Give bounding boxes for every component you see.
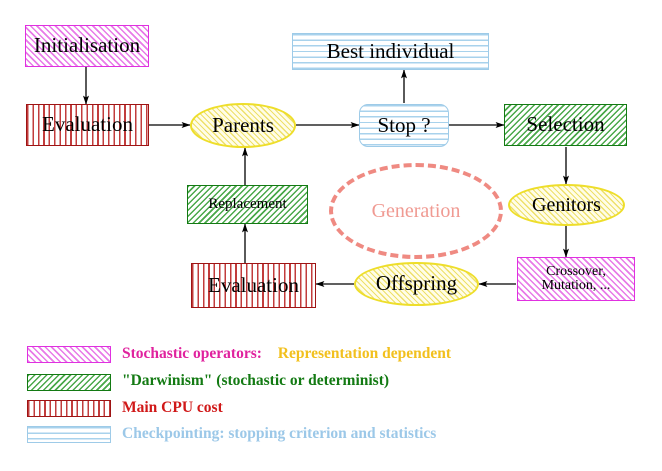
- node-evaluation-bottom-label: Evaluation: [208, 272, 299, 297]
- legend-swatch-blue-horizontal-hatch: [27, 426, 111, 443]
- node-stop-label: Stop ?: [377, 112, 431, 137]
- node-offspring-label: Offspring: [375, 271, 458, 296]
- legend-row-main-cpu-cost: Main CPU cost: [0, 396, 662, 422]
- legend-label-main-cpu-cost: Main CPU cost: [122, 399, 223, 416]
- legend-label-stochastic-operators: Stochastic operators: Representation dep…: [122, 345, 451, 363]
- node-evaluation-top[interactable]: Evaluation: [26, 104, 149, 146]
- generation-annotation: Generation: [329, 163, 503, 259]
- generation-label: Generation: [371, 199, 461, 222]
- legend-swatch-magenta-diagonal-hatch: [27, 346, 111, 363]
- node-genitors-label: Genitors: [532, 193, 601, 216]
- legend-row-checkpointing: Checkpointing: stopping criterion and st…: [0, 422, 662, 448]
- node-initialisation[interactable]: Initialisation: [25, 25, 149, 67]
- node-parents[interactable]: Parents: [190, 103, 296, 148]
- legend-row-darwinism: "Darwinism" (stochastic or determinist): [0, 370, 662, 396]
- node-best-individual-label: Best individual: [326, 38, 455, 63]
- node-crossover-label-line2: Mutation, ...: [541, 278, 611, 293]
- node-best-individual[interactable]: Best individual: [292, 33, 489, 70]
- legend-swatch-red-vertical-hatch: [27, 400, 111, 417]
- legend-text-representation-dependent: Representation dependent: [277, 345, 452, 362]
- node-genitors[interactable]: Genitors: [508, 184, 625, 226]
- legend-row-stochastic-operators: Stochastic operators: Representation dep…: [0, 342, 662, 368]
- node-evaluation-bottom[interactable]: Evaluation: [191, 263, 316, 308]
- node-replacement[interactable]: Replacement: [187, 185, 308, 224]
- legend-label-darwinism: "Darwinism" (stochastic or determinist): [122, 372, 390, 389]
- node-selection[interactable]: Selection: [504, 104, 627, 146]
- node-stop[interactable]: Stop ?: [359, 104, 449, 147]
- legend: Stochastic operators: Representation dep…: [0, 338, 662, 471]
- node-crossover-mutation[interactable]: Crossover, Mutation, ...: [517, 257, 635, 301]
- node-crossover-label-line1: Crossover,: [546, 263, 606, 279]
- legend-text-stochastic-operators: Stochastic operators:: [122, 345, 262, 362]
- legend-label-checkpointing: Checkpointing: stopping criterion and st…: [122, 425, 437, 442]
- node-evaluation-top-label: Evaluation: [42, 112, 133, 137]
- node-replacement-label: Replacement: [208, 195, 287, 212]
- node-selection-label: Selection: [526, 112, 605, 137]
- node-offspring[interactable]: Offspring: [354, 262, 479, 306]
- legend-swatch-green-diagonal-hatch: [27, 374, 111, 391]
- node-initialisation-label: Initialisation: [33, 33, 141, 58]
- node-parents-label: Parents: [212, 112, 274, 137]
